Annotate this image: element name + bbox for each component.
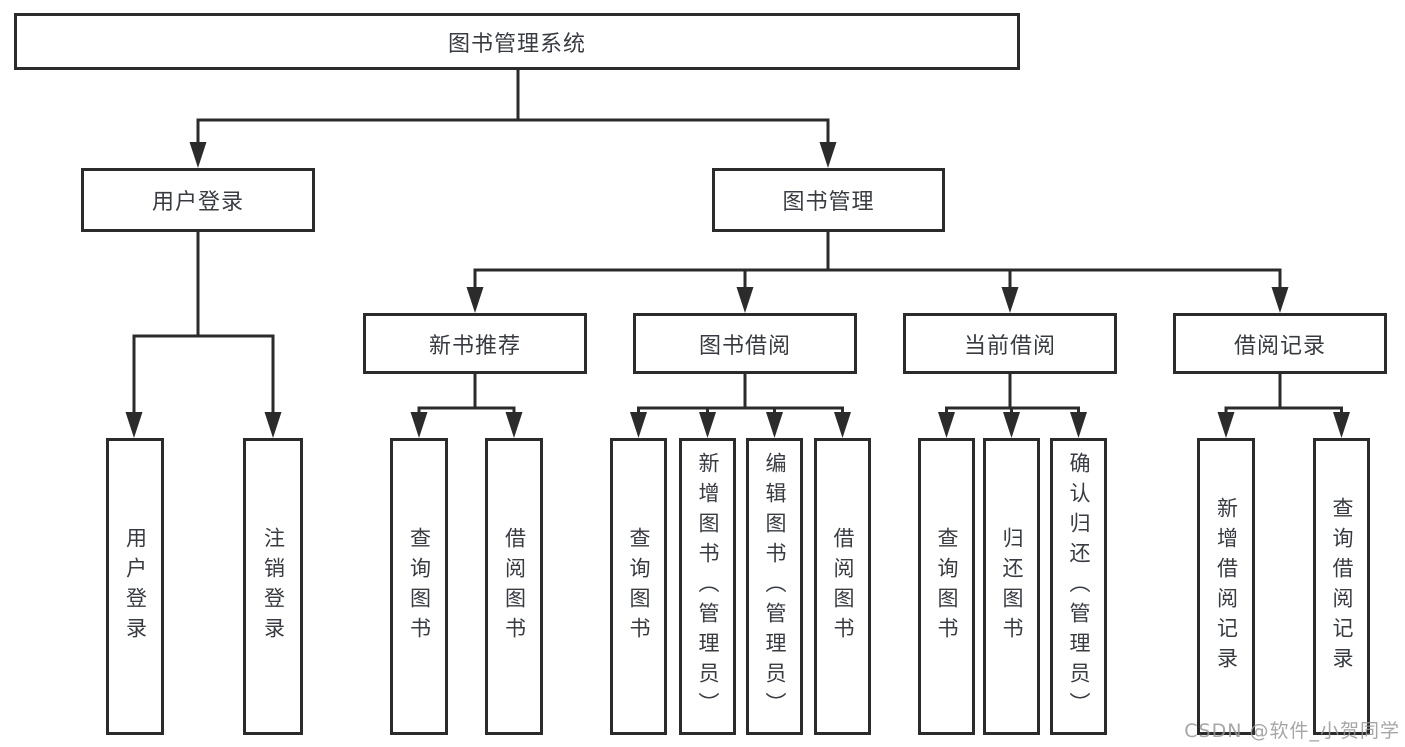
- node-current-borrowing: 当前借阅: [903, 313, 1117, 374]
- node-label: 图书管理: [782, 190, 875, 215]
- node-user-login: 用户登录: [81, 168, 315, 232]
- leaf-label: 确认归还（管理员）: [1067, 451, 1091, 722]
- node-label: 图书借阅: [698, 333, 791, 359]
- leaf-bb-borrow-books: 借阅图书: [814, 438, 871, 735]
- leaf-br-query-record: 查询借阅记录: [1313, 438, 1370, 735]
- leaf-cb-query-books: 查询图书: [918, 438, 975, 735]
- node-label: 当前借阅: [963, 333, 1056, 359]
- leaf-label: 查询图书: [627, 526, 651, 647]
- csdn-watermark: CSDN @软件_小贺同学: [1184, 720, 1400, 742]
- connector-new-book-rec-children: [410, 374, 523, 438]
- leaf-label: 用户登录: [123, 526, 148, 647]
- leaf-label: 归还图书: [1000, 526, 1024, 647]
- leaf-logout: 注销登录: [243, 438, 303, 735]
- connector-user-login-children: [125, 232, 282, 438]
- leaf-rec-borrow-books: 借阅图书: [485, 438, 543, 735]
- connector-borrow-records-children: [1217, 374, 1350, 438]
- leaf-label: 新增借阅记录: [1214, 496, 1239, 677]
- leaf-label: 查询图书: [407, 526, 432, 647]
- leaf-label: 注销登录: [261, 526, 286, 647]
- leaf-user-login: 用户登录: [106, 438, 164, 735]
- connector-root-to-level2: [189, 69, 837, 168]
- leaf-label: 查询借阅记录: [1330, 496, 1354, 677]
- node-label: 借阅记录: [1233, 333, 1326, 359]
- leaf-bb-add-books-admin: 新增图书（管理员）: [679, 438, 736, 735]
- leaf-label: 编辑图书（管理员）: [763, 451, 787, 722]
- connector-book-mgmt-children: [466, 232, 1289, 313]
- leaf-rec-query-books: 查询图书: [390, 438, 448, 735]
- leaf-label: 借阅图书: [502, 526, 527, 647]
- node-new-book-recommendation: 新书推荐: [363, 313, 587, 374]
- node-library-management-system: 图书管理系统: [14, 13, 1020, 70]
- connector-book-borrow-children: [630, 374, 851, 438]
- leaf-br-add-record: 新增借阅记录: [1197, 438, 1255, 735]
- leaf-label: 新增图书（管理员）: [696, 451, 720, 722]
- leaf-label: 借阅图书: [831, 526, 855, 647]
- leaf-cb-return-books: 归还图书: [983, 438, 1040, 735]
- node-borrowing-records: 借阅记录: [1173, 313, 1387, 374]
- connector-current-borrow-children: [938, 374, 1087, 438]
- node-book-borrowing: 图书借阅: [633, 313, 857, 374]
- page-title: 图书管理系统: [447, 31, 586, 57]
- node-book-management: 图书管理: [712, 168, 945, 232]
- leaf-cb-confirm-return-admin: 确认归还（管理员）: [1050, 438, 1107, 735]
- leaf-bb-edit-books-admin: 编辑图书（管理员）: [746, 438, 803, 735]
- node-label: 新书推荐: [428, 333, 521, 359]
- leaf-bb-query-books: 查询图书: [610, 438, 667, 735]
- leaf-label: 查询图书: [935, 526, 959, 647]
- node-label: 用户登录: [151, 190, 244, 215]
